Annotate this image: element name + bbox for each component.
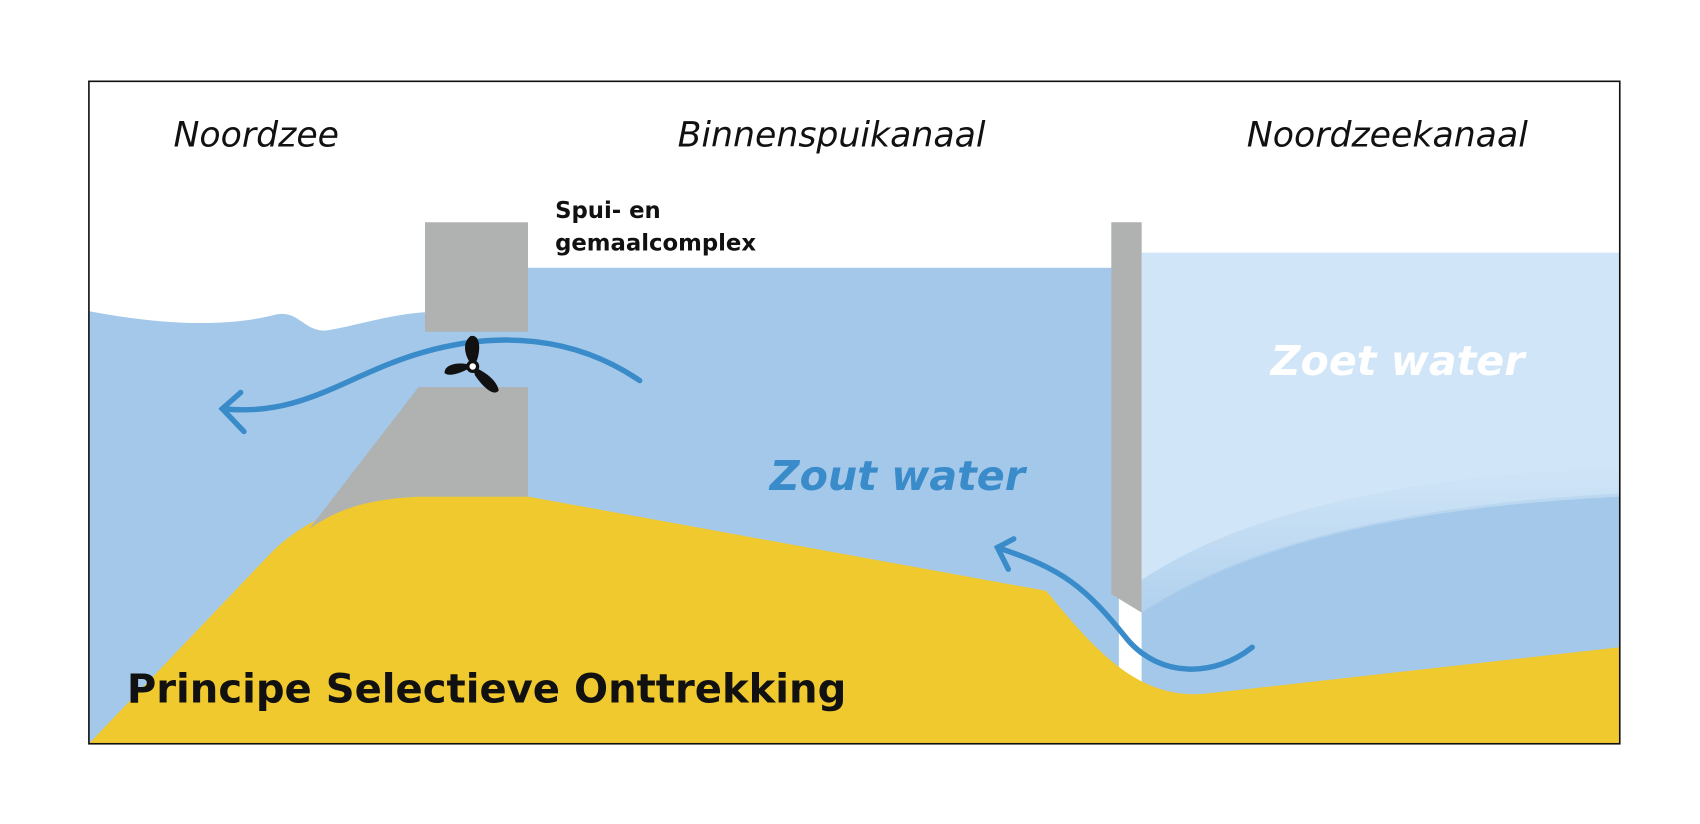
- label-noordzeekanaal: Noordzeekanaal: [1247, 115, 1528, 155]
- diagram-frame: [88, 80, 1621, 745]
- sand-bed: [88, 496, 1620, 744]
- diagram-title: Principe Selectieve Onttrekking: [127, 667, 846, 713]
- gate-wall: [1111, 222, 1142, 613]
- label-zout-water: Zout water: [768, 452, 1028, 500]
- spui-complex-base: [308, 387, 528, 530]
- propeller-icon: [444, 335, 499, 393]
- label-noordzee: Noordzee: [173, 115, 339, 155]
- outflow-arrow-icon: [218, 337, 643, 435]
- label-complex-line1: Spui- en: [555, 198, 661, 224]
- label-binnenspuikanaal: Binnenspuikanaal: [678, 115, 986, 155]
- inflow-arrow-icon: [993, 536, 1255, 672]
- salt-wedge-blend: [1141, 466, 1620, 616]
- label-complex-line2: gemaalcomplex: [555, 230, 756, 256]
- spui-complex-top: [425, 222, 528, 332]
- label-zoet-water: Zoet water: [1269, 337, 1528, 385]
